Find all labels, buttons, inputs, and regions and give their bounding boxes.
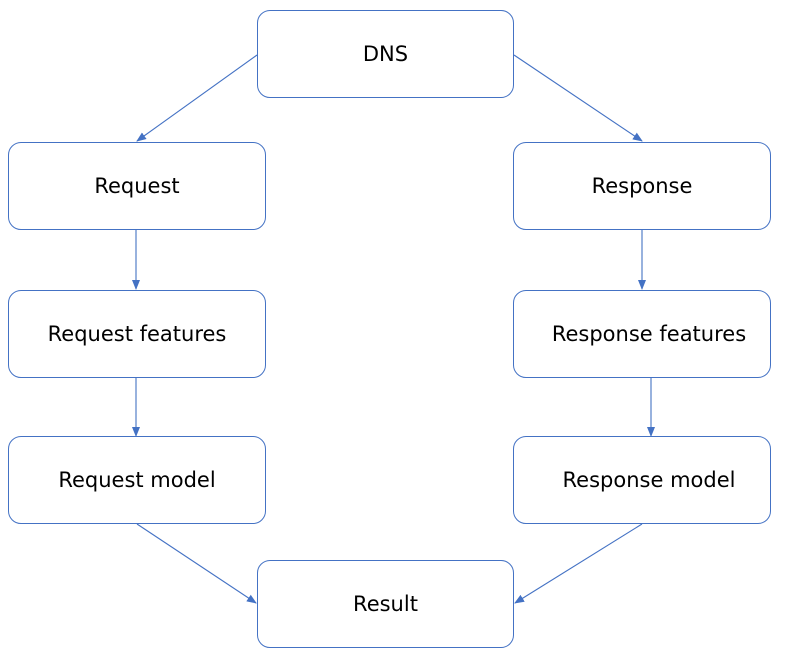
edge-response-model-to-result [514,523,643,604]
request-model-label: Request model [58,468,216,492]
response-label: Response [591,174,693,198]
response-features-node: Response features [513,290,771,378]
request-features-node: Request features [8,290,266,378]
request-features-label: Request features [47,322,227,346]
response-model-node: Response model [513,436,771,524]
edge-dns-to-response [513,54,643,142]
edge-request-model-to-result [136,523,257,604]
dns-node: DNS [257,10,514,98]
result-node: Result [257,560,514,648]
request-node: Request [8,142,266,230]
response-node: Response [513,142,771,230]
response-model-label: Response model [562,468,736,492]
dns-label: DNS [362,42,409,66]
result-label: Result [353,592,418,616]
request-model-node: Request model [8,436,266,524]
request-label: Request [94,174,180,198]
response-features-label: Response features [551,322,747,346]
edge-dns-to-request [136,54,258,142]
